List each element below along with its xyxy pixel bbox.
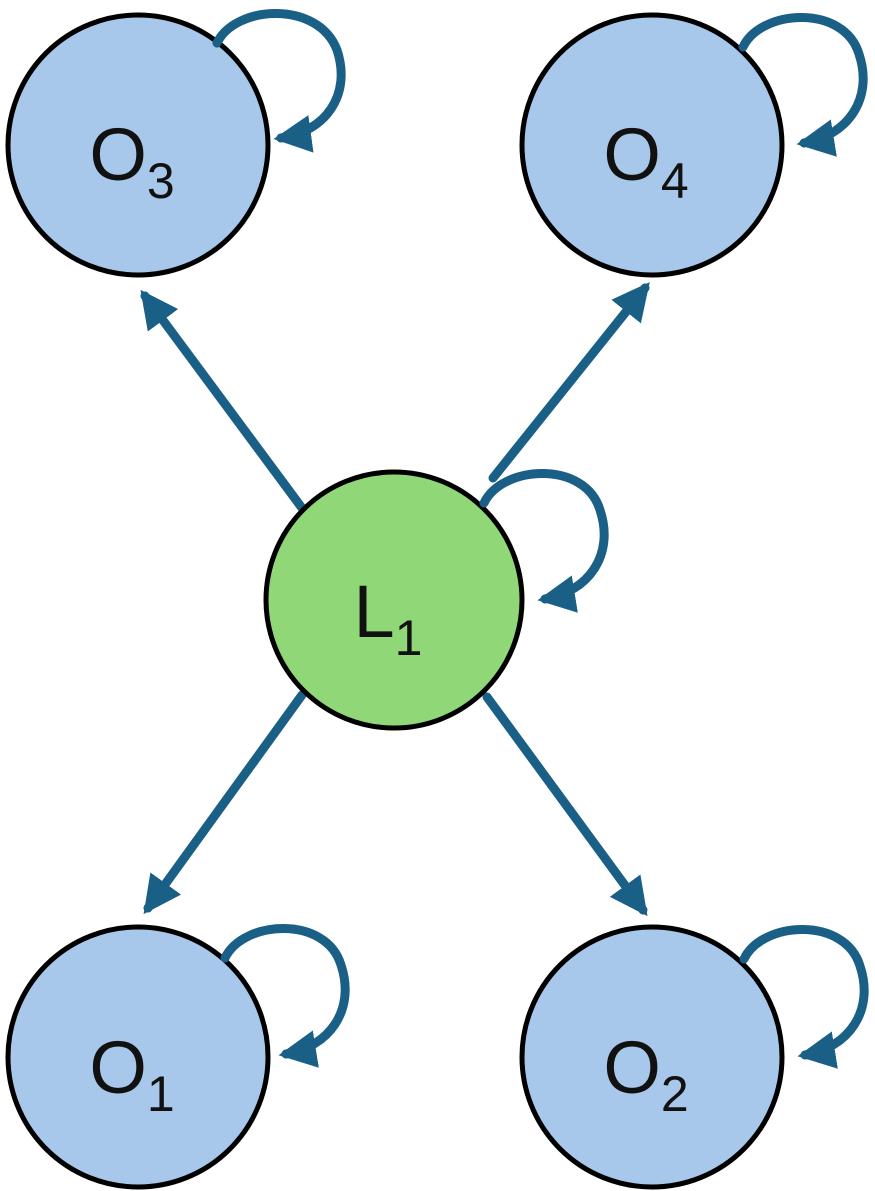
- self-loop-o3: [212, 9, 346, 153]
- edge-l1-to-o3: [140, 289, 307, 513]
- node-o1: [5, 924, 271, 1190]
- self-loop-o1: [220, 924, 350, 1068]
- node-o2: [519, 924, 785, 1190]
- self-loop-o2: [739, 925, 869, 1069]
- node-o2-label: O2: [603, 1026, 688, 1122]
- self-loops: [212, 9, 869, 1069]
- node-l1: [263, 469, 525, 731]
- edge-l1-to-o2: [482, 692, 648, 917]
- edge-l1-to-o4: [488, 282, 650, 483]
- edge-l1-to-o1: [143, 690, 307, 915]
- self-loop-o4: [738, 13, 868, 157]
- node-o4: [519, 12, 785, 278]
- edges: [140, 282, 650, 917]
- node-o1-label: O1: [89, 1026, 174, 1122]
- node-o3-label: O3: [89, 113, 174, 209]
- nodes: [5, 12, 785, 1190]
- node-o3: [5, 12, 271, 278]
- node-l1-label: L1: [354, 570, 423, 666]
- self-loop-l1: [479, 469, 609, 613]
- node-o4-label: O4: [603, 113, 688, 209]
